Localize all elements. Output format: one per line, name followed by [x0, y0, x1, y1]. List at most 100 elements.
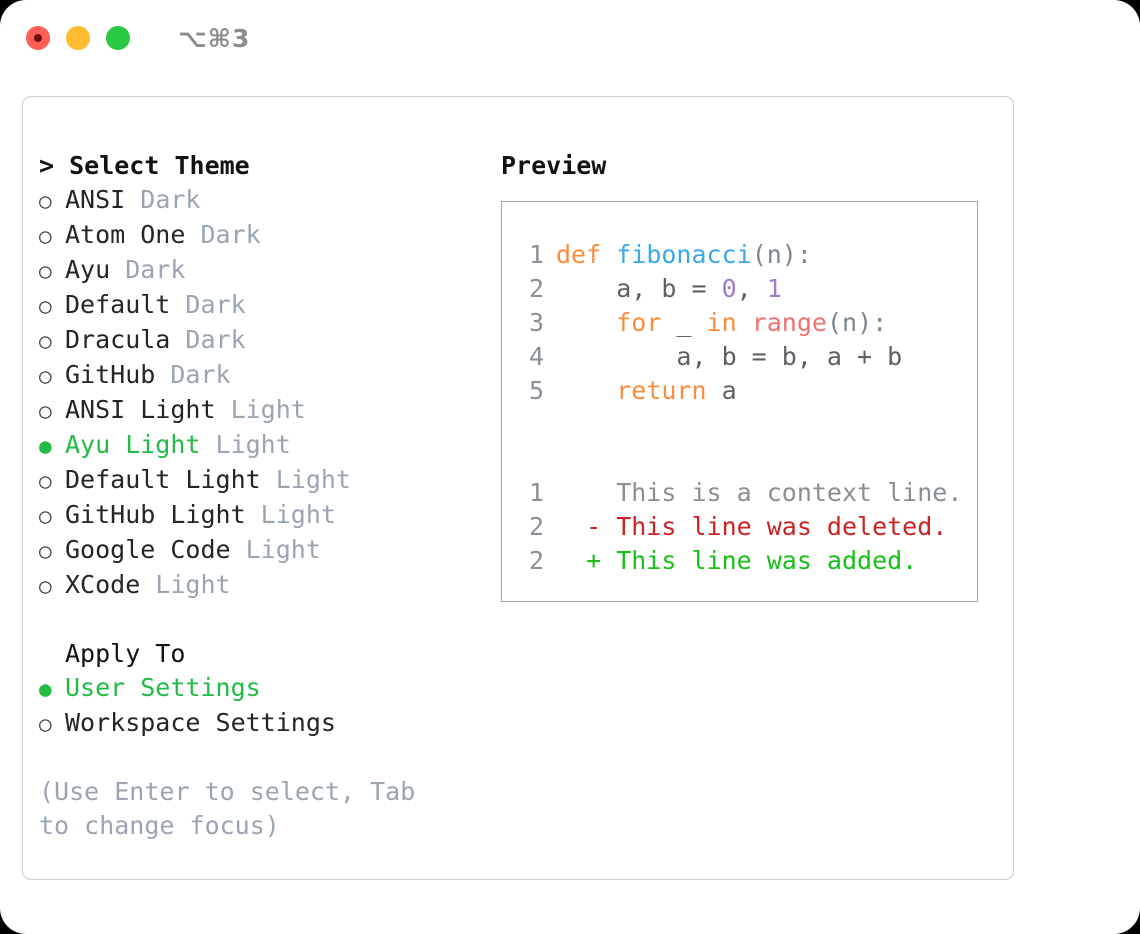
theme-option-label: Google Code [65, 535, 231, 564]
code-token-bi: range [751, 308, 827, 337]
radio-unselected-icon: ○ [39, 364, 52, 388]
code-token-pl: a [706, 376, 737, 405]
select-theme-header: > Select Theme [39, 151, 250, 180]
radio-unselected-icon: ○ [39, 329, 52, 353]
code-line: 1 def fibonacci(n): [518, 238, 977, 272]
theme-option-kind: Dark [110, 255, 186, 284]
theme-option-label: ANSI [65, 185, 126, 214]
theme-option-google-code[interactable]: ○ Google Code Light [39, 533, 488, 568]
code-token-kw: in [706, 308, 737, 337]
theme-option-kind: Dark [185, 220, 261, 249]
radio-unselected-icon: ○ [39, 294, 52, 318]
radio-unselected-icon: ○ [39, 712, 52, 736]
close-button-icon[interactable] [26, 26, 50, 50]
radio-unselected-icon: ○ [39, 574, 52, 598]
diff-line-add: 2 + This line was added. [518, 544, 977, 578]
theme-option-ayu-light[interactable]: ●Ayu Light Light [39, 428, 488, 463]
apply-to-option-user-settings[interactable]: ●User Settings [39, 671, 488, 706]
diff-sample: 1 This is a context line.2 - This line w… [518, 476, 977, 578]
theme-option-ansi[interactable]: ○ANSI Dark [39, 183, 488, 218]
theme-option-dracula[interactable]: ○Dracula Dark [39, 323, 488, 358]
code-token-kw: def [556, 240, 602, 269]
code-token-pl [601, 240, 616, 269]
keyboard-shortcut-label: ⌥⌘3 [178, 23, 251, 53]
code-token-num: 0 [721, 274, 737, 303]
theme-list-column: > Select Theme ○ANSI Dark○Atom One Dark○… [23, 149, 488, 879]
code-line-number: 1 [528, 240, 544, 269]
diff-line-number: 1 [528, 478, 544, 507]
code-token-pl: _ [661, 308, 707, 337]
radio-unselected-icon: ○ [39, 504, 52, 528]
radio-unselected-icon: ○ [39, 399, 52, 423]
apply-to-option-workspace-settings[interactable]: ○ Workspace Settings [39, 706, 488, 741]
theme-option-label: ANSI Light [65, 395, 216, 424]
radio-unselected-icon: ○ [39, 259, 52, 283]
theme-option-kind: Light [215, 395, 306, 424]
diff-line-content: + This line was added. [556, 546, 918, 575]
theme-option-atom-one[interactable]: ○ Atom One Dark [39, 218, 488, 253]
theme-picker-card: > Select Theme ○ANSI Dark○Atom One Dark○… [22, 96, 1014, 880]
theme-option-github[interactable]: ○GitHub Dark [39, 358, 488, 393]
apply-to-list[interactable]: ●User Settings ○ Workspace Settings [39, 671, 488, 741]
code-token-fn: fibonacci [616, 240, 752, 269]
theme-option-label: GitHub Light [65, 500, 246, 529]
code-line-content: for _ in range(n): [556, 306, 887, 340]
code-token-pl [556, 308, 616, 337]
theme-option-label: Ayu [65, 255, 111, 284]
apply-to-option-label: Workspace Settings [65, 708, 336, 737]
theme-option-ansi-light[interactable]: ○ ANSI Light Light [39, 393, 488, 428]
title-bar: ⌥⌘3 [0, 0, 1140, 76]
code-line-content: a, b = 0, 1 [556, 272, 782, 306]
diff-line-number: 2 [528, 512, 544, 541]
radio-unselected-icon: ○ [39, 469, 52, 493]
minimize-button-icon[interactable] [66, 26, 90, 50]
diff-line-ctx: 1 This is a context line. [518, 476, 977, 510]
window-controls [26, 26, 130, 50]
code-line-content: a, b = b, a + b [556, 340, 902, 374]
code-token-pl [737, 308, 752, 337]
code-token-kw: for [616, 308, 662, 337]
radio-unselected-icon: ○ [39, 539, 52, 563]
code-line-number: 2 [528, 274, 544, 303]
theme-list[interactable]: ○ANSI Dark○Atom One Dark○Ayu Dark○Defaul… [39, 183, 488, 603]
code-token-punc: (n): [751, 240, 812, 269]
keyboard-hint-text: (Use Enter to select, Tab to change focu… [39, 777, 431, 840]
diff-line-content: - This line was deleted. [556, 512, 948, 541]
theme-option-xcode[interactable]: ○ XCode Light [39, 568, 488, 603]
theme-option-github-light[interactable]: ○ GitHub Light Light [39, 498, 488, 533]
code-token-kw: return [616, 376, 707, 405]
code-token-pl: , [736, 274, 767, 303]
theme-option-label: Default Light [65, 465, 261, 494]
theme-option-ayu[interactable]: ○ Ayu Dark [39, 253, 488, 288]
zoom-button-icon[interactable] [106, 26, 130, 50]
code-line-number: 5 [528, 376, 544, 405]
theme-option-default-light[interactable]: ○ Default Light Light [39, 463, 488, 498]
diff-line-del: 2 - This line was deleted. [518, 510, 977, 544]
theme-option-label: GitHub [65, 360, 156, 389]
code-line-number: 4 [528, 342, 544, 371]
theme-option-label: Atom One [65, 220, 186, 249]
theme-option-label: Default [65, 290, 171, 319]
theme-option-kind: Dark [170, 290, 246, 319]
code-line: 4 a, b = b, a + b [518, 340, 977, 374]
code-line: 5 return a [518, 374, 977, 408]
preview-header: Preview [501, 151, 607, 180]
theme-option-kind: Light [200, 430, 291, 459]
theme-option-kind: Light [140, 570, 231, 599]
theme-option-default[interactable]: ○ Default Dark [39, 288, 488, 323]
diff-line-content: This is a context line. [556, 478, 963, 507]
apply-to-header: Apply To [65, 639, 186, 668]
theme-option-kind: Light [245, 500, 336, 529]
theme-option-label: XCode [65, 570, 141, 599]
code-token-pl: a, b = [556, 274, 722, 303]
code-line: 2 a, b = 0, 1 [518, 272, 977, 306]
code-token-punc: (n): [826, 308, 888, 337]
radio-unselected-icon: ○ [39, 224, 52, 248]
theme-option-kind: Dark [125, 185, 201, 214]
code-line-content: def fibonacci(n): [556, 238, 812, 272]
theme-option-kind: Light [260, 465, 351, 494]
theme-option-kind: Light [230, 535, 321, 564]
